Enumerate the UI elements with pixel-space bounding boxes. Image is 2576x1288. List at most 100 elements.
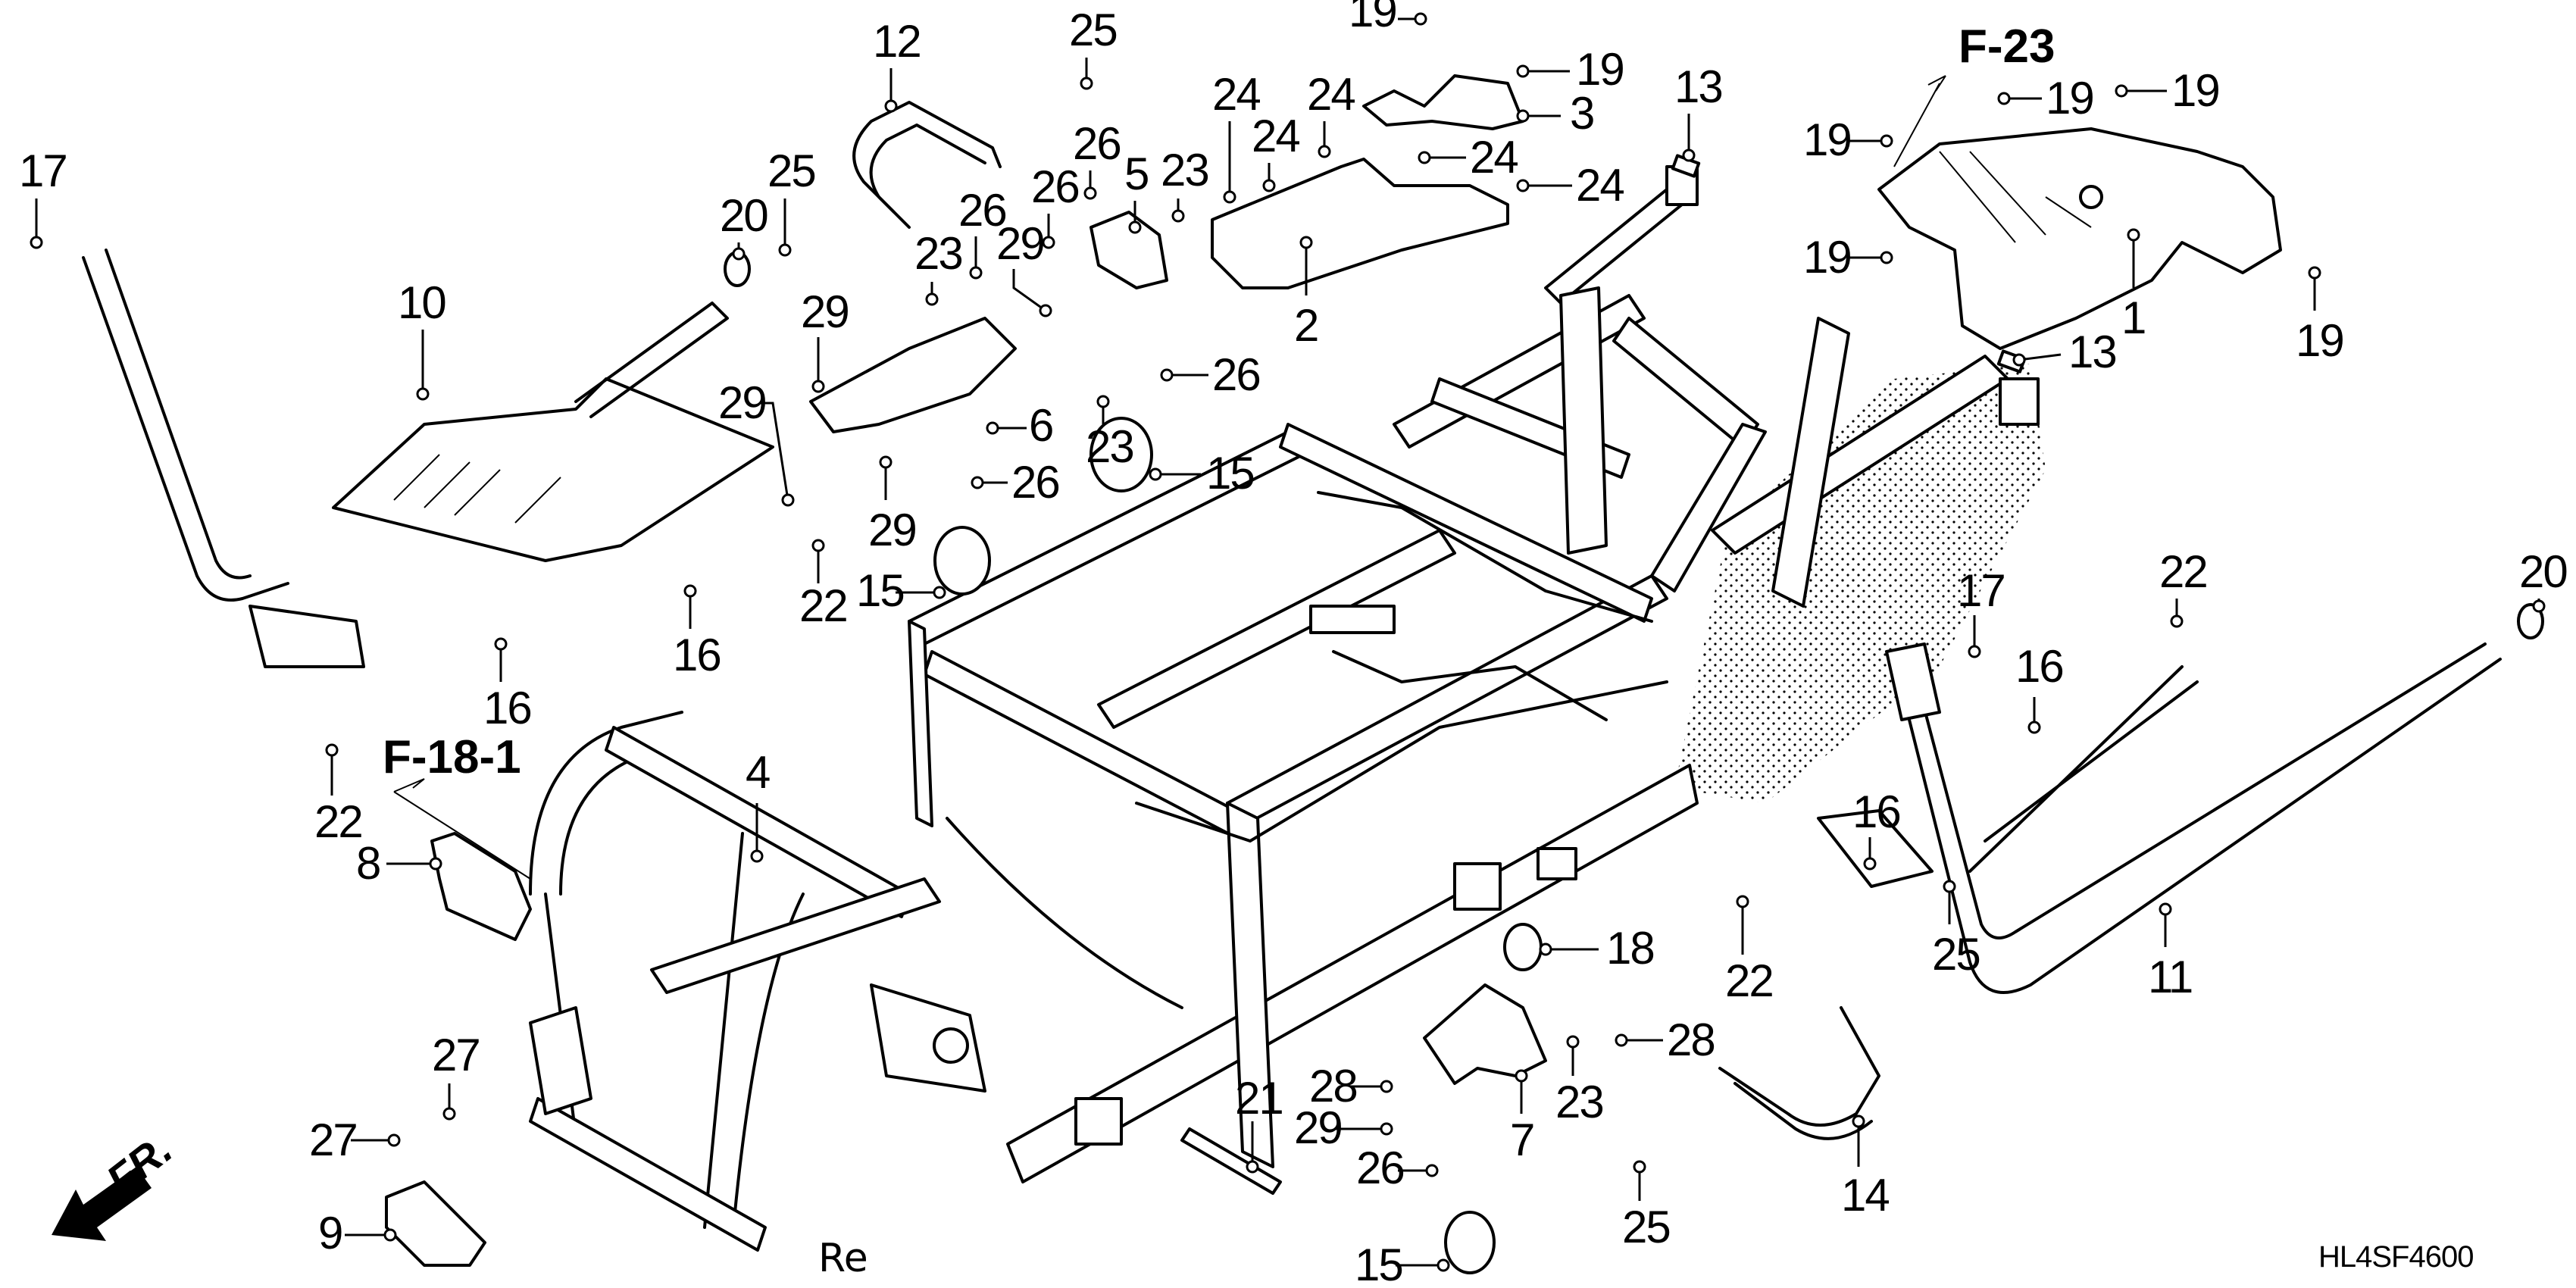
callout-15-c[interactable]: 15 [1355, 1240, 1404, 1288]
callout-19-a[interactable]: 19 [1349, 0, 1398, 36]
callout-27-b[interactable]: 27 [309, 1114, 358, 1165]
fastener-icon [1516, 179, 1530, 192]
part-2-drawing [1211, 158, 1509, 289]
fastener-icon [1414, 12, 1427, 26]
callout-19-g[interactable]: 19 [2296, 315, 2345, 366]
fastener-icon [925, 292, 939, 306]
callout-29-c[interactable]: 29 [996, 218, 1046, 269]
part-10-drawing [332, 302, 774, 562]
fastener-icon [2127, 228, 2140, 242]
callout-25-b[interactable]: 25 [1069, 5, 1118, 55]
callout-21[interactable]: 21 [1235, 1073, 1284, 1124]
callout-25-a[interactable]: 25 [767, 145, 817, 196]
fastener-icon [1736, 895, 1749, 908]
callout-23-a[interactable]: 23 [914, 228, 964, 279]
callout-28-b[interactable]: 28 [1309, 1061, 1358, 1111]
fastener-icon [1863, 857, 1877, 871]
callout-9[interactable]: 9 [318, 1208, 343, 1258]
callout-4[interactable]: 4 [746, 747, 771, 798]
fastener-icon [2308, 266, 2321, 280]
fastener-icon [1516, 64, 1530, 78]
part-11-drawing [1817, 642, 2502, 994]
callout-22-b[interactable]: 22 [314, 796, 364, 847]
callout-19-f[interactable]: 19 [1803, 232, 1852, 283]
callout-26-f[interactable]: 26 [1356, 1143, 1405, 1193]
callout-18[interactable]: 18 [1606, 923, 1655, 974]
shading-region [1674, 364, 2046, 803]
callout-22-a[interactable]: 22 [799, 580, 849, 631]
callout-11[interactable]: 11 [2148, 952, 2193, 1002]
fastener-icon [811, 380, 825, 393]
callout-26-b[interactable]: 26 [1031, 161, 1080, 212]
callout-22-d[interactable]: 22 [1725, 955, 1774, 1006]
callout-2[interactable]: 2 [1294, 300, 1319, 351]
callout-13-a[interactable]: 13 [1674, 61, 1724, 112]
callout-17-b[interactable]: 17 [1957, 565, 2006, 616]
callout-24-e[interactable]: 24 [1576, 160, 1625, 211]
fastener-icon [1042, 236, 1055, 249]
fastener-icon [1096, 395, 1110, 408]
callout-28-a[interactable]: 28 [1667, 1014, 1716, 1065]
reference-f-18-1[interactable]: F-18-1 [383, 731, 521, 783]
callout-14[interactable]: 14 [1841, 1170, 1890, 1221]
callout-26-a[interactable]: 26 [958, 185, 1008, 236]
callout-17-a[interactable]: 17 [19, 145, 68, 196]
callout-25-c[interactable]: 25 [1932, 929, 1981, 980]
callout-19-c[interactable]: 19 [2046, 73, 2095, 123]
callout-8[interactable]: 8 [356, 838, 381, 889]
fastener-icon [879, 455, 893, 469]
callout-23-b[interactable]: 23 [1161, 145, 1210, 195]
callout-29-e[interactable]: 29 [1294, 1102, 1343, 1153]
callout-15-b[interactable]: 15 [856, 565, 905, 616]
fastener-icon [1880, 251, 1893, 264]
callout-25-d[interactable]: 25 [1622, 1202, 1671, 1252]
callout-22-c[interactable]: 22 [2159, 546, 2209, 597]
callout-12[interactable]: 12 [873, 16, 922, 67]
callout-24-d[interactable]: 24 [1470, 132, 1519, 183]
fastener-icon [750, 849, 764, 863]
callout-26-e[interactable]: 26 [1011, 457, 1061, 508]
callout-26-c[interactable]: 26 [1073, 118, 1122, 169]
callout-24-b[interactable]: 24 [1252, 111, 1301, 161]
callout-29-b[interactable]: 29 [718, 377, 767, 428]
callout-15-a[interactable]: 15 [1206, 448, 1255, 499]
callout-3[interactable]: 3 [1570, 88, 1595, 139]
callout-16-a[interactable]: 16 [673, 630, 722, 680]
callout-16-b[interactable]: 16 [483, 683, 533, 733]
callout-6[interactable]: 6 [1029, 400, 1054, 451]
callout-26-d[interactable]: 26 [1212, 349, 1261, 400]
callout-19-e[interactable]: 19 [1803, 114, 1852, 165]
fastener-icon [969, 266, 983, 280]
fastener-icon [1418, 151, 1431, 164]
fastener-icon [429, 857, 442, 871]
callout-24-a[interactable]: 24 [1212, 69, 1261, 120]
part-15-drawing [933, 417, 1496, 1274]
callout-23-d[interactable]: 23 [1555, 1077, 1605, 1127]
callout-7[interactable]: 7 [1510, 1114, 1535, 1165]
fastener-icon [1160, 368, 1174, 382]
callout-27-a[interactable]: 27 [432, 1030, 481, 1080]
callout-19-d[interactable]: 19 [2171, 65, 2221, 116]
callout-29-b-leader-line [760, 402, 789, 501]
callout-20-b[interactable]: 20 [2519, 546, 2568, 597]
callout-29-a[interactable]: 29 [801, 286, 850, 337]
callout-20-a[interactable]: 20 [720, 190, 769, 241]
callout-16-c[interactable]: 16 [2015, 641, 2065, 692]
callout-29-d[interactable]: 29 [868, 505, 918, 555]
fastener-icon [811, 539, 825, 552]
callout-5[interactable]: 5 [1124, 148, 1149, 199]
callout-19-b[interactable]: 19 [1576, 44, 1625, 95]
fastener-icon [2115, 84, 2128, 98]
diagram-code: HL4SF4600 [2318, 1240, 2473, 1274]
callout-24-c[interactable]: 24 [1307, 69, 1356, 120]
fastener-icon [933, 586, 946, 599]
reference-f-23[interactable]: F-23 [1959, 20, 2055, 73]
callout-1[interactable]: 1 [2121, 292, 2146, 343]
callout-23-c[interactable]: 23 [1086, 421, 1135, 472]
fastener-icon [884, 99, 898, 113]
fastener-icon [2012, 353, 2026, 367]
callout-13-b[interactable]: 13 [2068, 327, 2118, 377]
callout-16-d[interactable]: 16 [1852, 786, 1902, 837]
callout-10[interactable]: 10 [398, 277, 447, 328]
bottom-note: Re [818, 1236, 868, 1281]
